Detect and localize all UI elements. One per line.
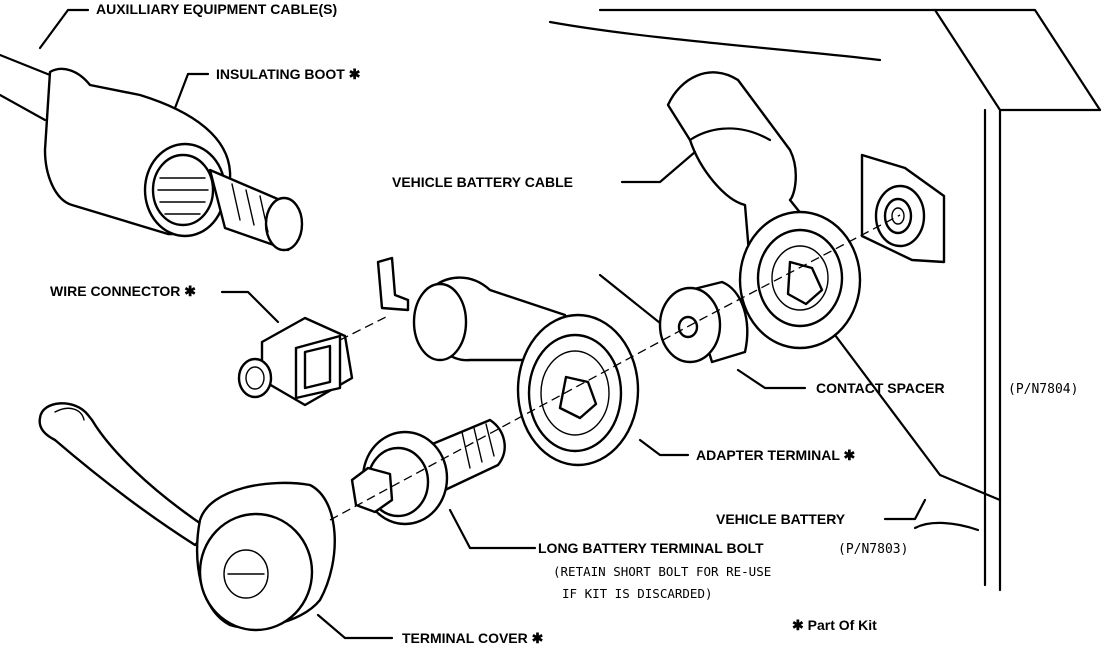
connector-centerline	[339, 314, 391, 341]
label-insulating-boot: INSULATING BOOT ✱	[216, 66, 361, 82]
long-battery-terminal-bolt	[350, 418, 506, 526]
label-contact-spacer-part-number: (P/N7804)	[1008, 382, 1078, 397]
label-long-bolt-part-number: (P/N7803)	[838, 542, 908, 557]
label-wire-connector: WIRE CONNECTOR ✱	[50, 283, 196, 299]
note-retain-short-bolt-line1: (RETAIN SHORT BOLT FOR RE-USE	[553, 564, 771, 579]
adapter-terminal	[376, 256, 640, 467]
wire-connector	[237, 316, 354, 407]
legend-part-of-kit: ✱ Part Of Kit	[792, 617, 877, 633]
label-vehicle-battery-cable: VEHICLE BATTERY CABLE	[392, 174, 573, 190]
contact-spacer	[658, 280, 749, 364]
label-vehicle-battery: VEHICLE BATTERY	[716, 511, 846, 527]
note-retain-short-bolt-line2: IF KIT IS DISCARDED)	[562, 586, 713, 601]
label-terminal-cover: TERMINAL COVER ✱	[402, 630, 544, 646]
leader-lines	[38, 8, 927, 640]
label-auxiliary-cable: AUXILLIARY EQUIPMENT CABLE(S)	[96, 1, 337, 17]
vehicle-battery-cable	[666, 71, 862, 350]
auxiliary-cable-and-boot	[0, 53, 304, 252]
assembly-centerline	[329, 214, 901, 521]
terminal-cover	[38, 402, 336, 632]
label-long-bolt: LONG BATTERY TERMINAL BOLT	[538, 540, 764, 556]
label-contact-spacer: CONTACT SPACER	[816, 380, 945, 396]
label-adapter-terminal: ADAPTER TERMINAL ✱	[696, 447, 856, 463]
